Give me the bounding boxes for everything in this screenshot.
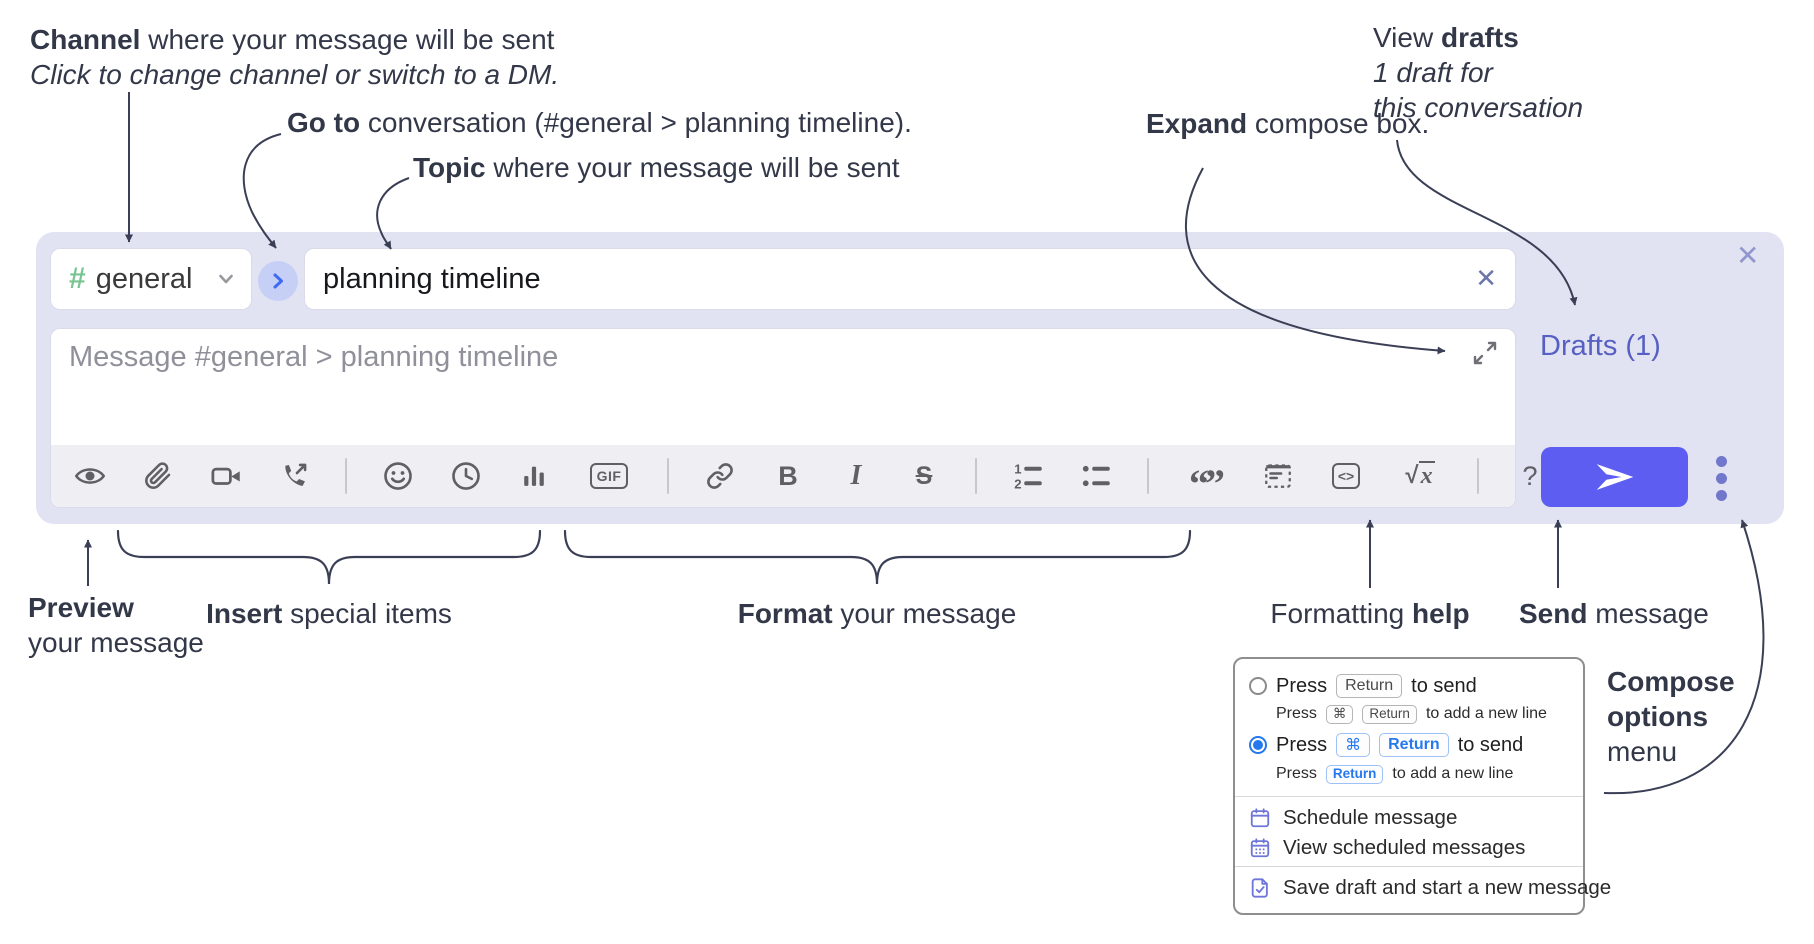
attach-file-icon[interactable]: [141, 459, 175, 493]
radio-unselected[interactable]: [1249, 677, 1267, 695]
preview-icon[interactable]: [73, 459, 107, 493]
topic-input[interactable]: [323, 262, 1476, 296]
send-option-return[interactable]: Press Return to send: [1249, 674, 1477, 698]
send-option-cmd-return-sub: Press Return to add a new line: [1276, 765, 1514, 784]
annotation-channel-bold: Channel: [30, 24, 141, 55]
calendar-dots-icon: [1249, 837, 1271, 859]
toolbar-divider: [1147, 458, 1149, 494]
channel-name: general: [95, 262, 193, 295]
annotation-channel-rest: where your message will be sent: [140, 24, 555, 55]
annotation-view-drafts: View drafts 1 draft for this conversatio…: [1373, 22, 1584, 123]
annotation-formatting-help: Formatting help: [1270, 598, 1470, 629]
drafts-link[interactable]: Drafts (1): [1540, 330, 1661, 362]
toolbar-divider: [1477, 458, 1479, 494]
strikethrough-icon[interactable]: S: [915, 461, 933, 490]
send-button[interactable]: [1541, 447, 1688, 507]
send-option-cmd-return[interactable]: Press ⌘ Return to send: [1249, 733, 1523, 757]
key-return: Return: [1362, 705, 1417, 724]
topic-input-box: ✕: [304, 248, 1516, 310]
toolbar-divider: [975, 458, 977, 494]
key-cmd: ⌘: [1336, 733, 1371, 757]
expand-compose-icon[interactable]: [1472, 340, 1498, 366]
annotation-channel-line2: Click to change channel or switch to a D…: [30, 59, 560, 90]
key-return: Return: [1379, 733, 1449, 757]
chevron-down-icon: [219, 274, 233, 284]
channel-selector[interactable]: # general: [50, 248, 252, 310]
compose-options-menu-button[interactable]: [1716, 456, 1727, 501]
annotation-preview: Preview your message: [28, 592, 204, 658]
annotation-channel: Channel where your message will be sent …: [30, 22, 559, 92]
close-compose-icon[interactable]: ✕: [1736, 239, 1760, 272]
compose-options-popup: Press Return to send Press ⌘ Return to a…: [1233, 657, 1611, 915]
send-option-return-sub: Press ⌘ Return to add a new line: [1276, 705, 1547, 724]
math-icon[interactable]: √x: [1405, 461, 1435, 489]
message-input[interactable]: [67, 339, 1451, 443]
annotation-expand: Expand compose box.: [1146, 108, 1430, 139]
svg-text:2: 2: [1014, 477, 1021, 492]
bold-icon[interactable]: B: [778, 460, 798, 491]
code-icon[interactable]: <>: [1329, 459, 1363, 493]
send-icon: [1596, 464, 1633, 490]
topic-clear-icon[interactable]: ✕: [1475, 264, 1497, 294]
go-to-conversation-button[interactable]: [258, 261, 298, 301]
spoiler-icon[interactable]: [1261, 459, 1295, 493]
key-cmd: ⌘: [1325, 705, 1354, 724]
channel-hash-icon: #: [69, 262, 86, 295]
annotation-format: Format your message: [737, 598, 1017, 629]
key-return: Return: [1336, 674, 1403, 698]
annotation-goto: Go to conversation (#general > planning …: [287, 107, 912, 138]
draft-check-icon: [1249, 877, 1271, 899]
toolbar-divider: [667, 458, 669, 494]
formatting-help-icon[interactable]: ?: [1522, 460, 1538, 491]
annotation-send: Send message: [1519, 598, 1709, 629]
annotation-compose-options: Compose options menu: [1607, 666, 1735, 767]
chevron-right-icon: [273, 273, 283, 289]
annotation-topic: Topic where your message will be sent: [413, 152, 900, 183]
radio-selected[interactable]: [1249, 736, 1267, 754]
svg-text:1: 1: [1014, 462, 1021, 477]
toolbar-divider: [345, 458, 347, 494]
time-icon[interactable]: [449, 459, 483, 493]
emoji-icon[interactable]: [381, 459, 415, 493]
menu-item-save-draft[interactable]: Save draft and start a new message: [1249, 876, 1611, 900]
annotation-insert: Insert special items: [206, 598, 452, 629]
poll-icon[interactable]: [517, 459, 551, 493]
calendar-icon: [1249, 807, 1271, 829]
italic-icon[interactable]: I: [850, 460, 862, 491]
voice-call-icon[interactable]: [277, 459, 311, 493]
menu-item-view-scheduled[interactable]: View scheduled messages: [1249, 836, 1525, 860]
bulleted-list-icon[interactable]: [1079, 459, 1113, 493]
key-return: Return: [1325, 765, 1384, 784]
menu-item-schedule-message[interactable]: Schedule message: [1249, 806, 1457, 830]
link-icon[interactable]: [703, 459, 737, 493]
quote-icon[interactable]: “”: [1189, 461, 1225, 506]
gif-icon[interactable]: GIF: [585, 459, 633, 493]
video-call-icon[interactable]: [209, 459, 243, 493]
